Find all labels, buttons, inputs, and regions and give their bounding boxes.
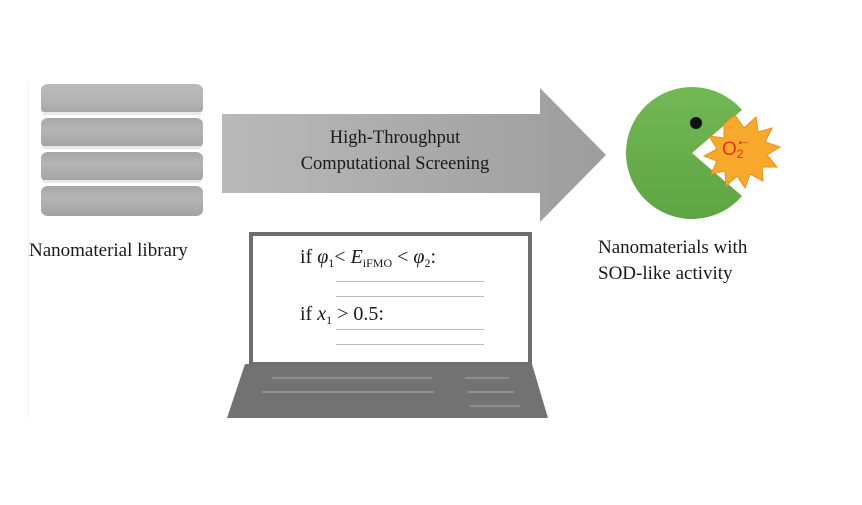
pacman-icon <box>625 87 742 220</box>
code-phi2-sub: 2 <box>424 256 431 270</box>
code-x1-sub: 1 <box>326 313 333 327</box>
keyboard-line <box>465 377 509 379</box>
code-E: E <box>350 246 363 268</box>
db-disk-4 <box>41 186 203 216</box>
sod-caption-line1: Nanomaterials with <box>598 237 748 258</box>
code-rule <box>336 281 484 282</box>
code-line-2: if x1 > 0.5: <box>300 303 384 328</box>
db-disk-3 <box>41 152 203 182</box>
code-x1: x <box>317 303 327 325</box>
screening-arrow <box>222 88 606 222</box>
code-phi1: φ <box>317 246 329 268</box>
pacman-eye-icon <box>690 117 702 129</box>
starburst-icon <box>702 114 782 190</box>
code-if: if <box>300 246 318 268</box>
code-lt: < <box>334 246 351 268</box>
keyboard-line <box>470 405 520 407</box>
code-phi1-sub: 1 <box>328 256 335 270</box>
code-if-2: if <box>300 303 318 325</box>
db-gap-3 <box>43 180 201 183</box>
superoxide-o: O <box>722 139 737 160</box>
sod-caption-line2: SOD-like activity <box>598 263 733 284</box>
arrow-label-line1: High-Throughput <box>329 128 461 148</box>
code-phi2: φ <box>413 246 425 268</box>
library-caption: Nanomaterial library <box>29 240 188 261</box>
code-x-rest: > 0.5: <box>332 303 384 325</box>
code-colon: : <box>430 246 437 268</box>
code-lt2: < <box>392 246 414 268</box>
keyboard-line <box>468 391 514 393</box>
db-gap-1 <box>43 112 201 115</box>
arrow-label-line2: Computational Screening <box>300 154 490 174</box>
db-gap-2 <box>43 146 201 149</box>
db-disk-1 <box>41 84 203 114</box>
code-E-sub: iFMO <box>362 256 393 270</box>
left-border-line <box>28 82 29 417</box>
db-disk-2 <box>41 118 203 148</box>
code-line-1: if φ1< EiFMO < φ2: <box>300 246 436 271</box>
keyboard-line <box>272 377 432 379</box>
code-rule <box>336 344 484 345</box>
code-rule <box>336 329 484 330</box>
superoxide-sup: •− <box>738 138 748 149</box>
superoxide-sub: 2 <box>736 147 744 161</box>
code-rule <box>336 296 484 297</box>
superoxide-label: O2•− <box>722 138 748 161</box>
keyboard-line <box>262 391 434 393</box>
